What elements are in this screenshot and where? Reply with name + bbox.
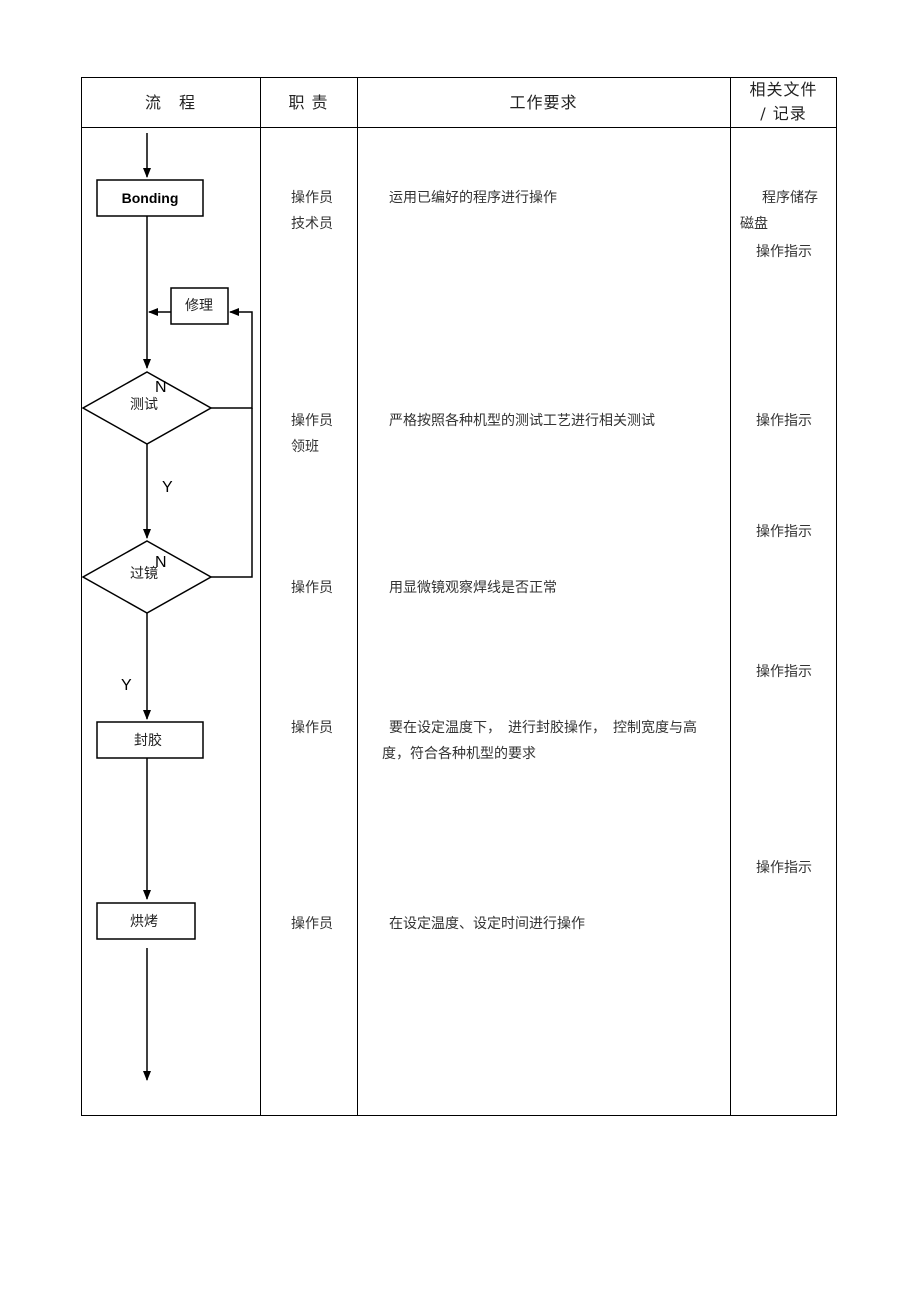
duty-text: 技术员 [291,216,333,232]
docs-text: 程序储存 [762,190,818,206]
docs-text: 操作指示 [756,244,812,260]
requirement-cell: 运用已编好的程序进行操作 [389,185,557,211]
seal-label: 封胶 [134,732,162,749]
test-label: 测试 [130,397,158,413]
column-divider [357,77,358,1116]
duty-cell: 操作员 领班 [291,408,333,460]
docs-text: 操作指示 [756,524,812,540]
duty-cell: 操作员 技术员 [291,185,333,237]
header-requirement: 工作要求 [509,93,578,112]
duty-cell: 操作员 [291,715,333,741]
header-docs: 相关文件 / 记录 [730,78,837,126]
docs-text: 操作指示 [756,664,812,680]
seal-box [96,721,204,759]
mirror-yes-label: Y [121,677,132,694]
bonding-box [96,179,204,217]
docs-text: 磁盘 [740,216,768,232]
bonding-label: Bonding [122,190,179,206]
header-flow: 流 程 [144,93,196,112]
docs-cell: 程序储存 磁盘 操作指示 [740,185,832,265]
requirement-cell: 在设定温度、设定时间进行操作 [389,911,585,937]
repair-box [170,287,229,325]
flow-return-mirror [211,408,253,578]
header-divider [81,127,837,128]
duty-cell: 操作员 [291,575,333,601]
repair-label: 修理 [185,298,213,314]
test-decision [81,371,213,445]
column-divider [260,77,261,1116]
requirement-text: 度，符合各种机型的要求 [382,746,536,762]
bake-label: 烘烤 [130,914,158,930]
duty-text: 操作员 [291,190,333,206]
docs-cell: 操作指示 [756,855,812,881]
duty-text: 操作员 [291,720,333,736]
docs-text: 操作指示 [756,413,812,429]
mirror-label: 过镜 [130,566,158,582]
requirement-text: 要在设定温度下， 进行封胶操作， 控制宽度与高 [389,720,697,736]
requirement-cell: 严格按照各种机型的测试工艺进行相关测试 [389,408,655,434]
test-no-label: N [155,379,167,396]
requirement-text: 严格按照各种机型的测试工艺进行相关测试 [389,413,655,429]
requirement-cell: 用显微镜观察焊线是否正常 [389,575,557,601]
flow-return-test [211,308,253,409]
docs-text: 操作指示 [756,860,812,876]
duty-text: 操作员 [291,413,333,429]
requirement-text: 运用已编好的程序进行操作 [389,190,557,206]
process-table [81,77,837,1116]
requirement-cell: 要在设定温度下， 进行封胶操作， 控制宽度与高 度，符合各种机型的要求 [382,715,727,767]
duty-text: 领班 [291,439,319,455]
header-duty: 职 责 [288,93,329,112]
duty-cell: 操作员 [291,911,333,937]
mirror-no-label: N [155,554,167,571]
mirror-decision [81,540,213,614]
test-yes-label: Y [162,479,173,496]
header-docs-line1: 相关文件 [749,80,818,99]
bake-box [96,902,196,940]
duty-text: 操作员 [291,580,333,596]
column-divider [730,77,731,1116]
docs-cell: 操作指示 [756,519,812,545]
docs-cell: 操作指示 [756,408,812,434]
requirement-text: 在设定温度、设定时间进行操作 [389,916,585,932]
header-docs-line2: / 记录 [760,104,807,123]
duty-text: 操作员 [291,916,333,932]
docs-cell: 操作指示 [756,659,812,685]
requirement-text: 用显微镜观察焊线是否正常 [389,580,557,596]
